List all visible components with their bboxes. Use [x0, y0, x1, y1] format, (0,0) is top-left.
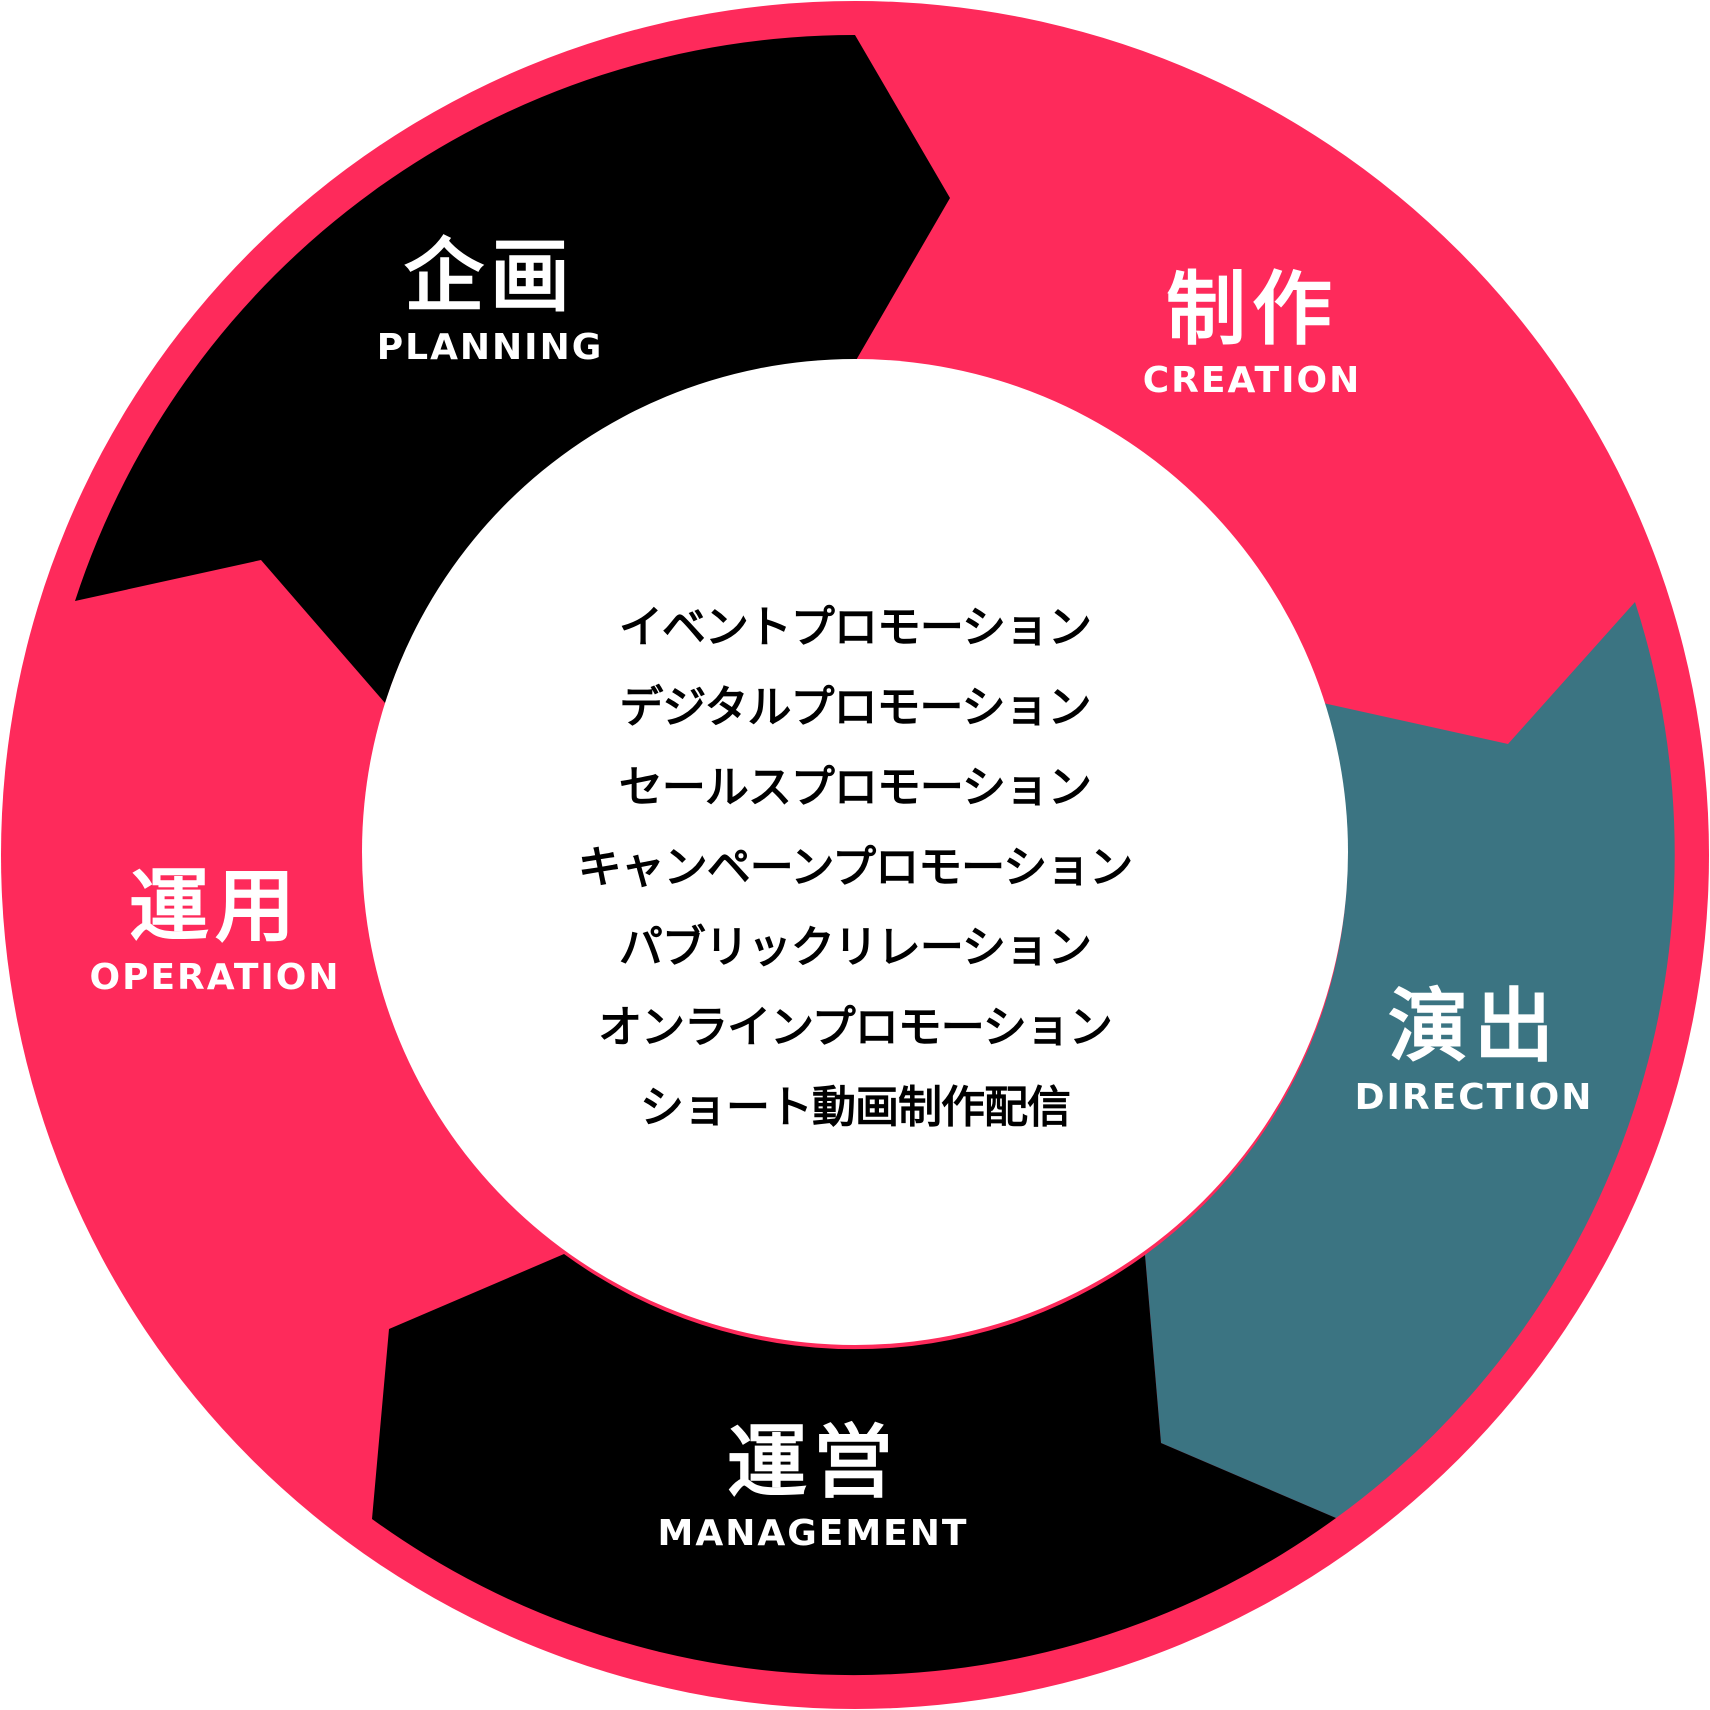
service-item: セールスプロモーション: [618, 762, 1092, 813]
label-management: 運営 MANAGEMENT: [658, 1418, 969, 1554]
label-operation-jp: 運用: [129, 860, 301, 953]
segment-direction: [1145, 602, 1675, 1518]
label-creation-jp: 制作: [1165, 263, 1338, 356]
label-direction-jp: 演出: [1387, 980, 1560, 1073]
service-item: デジタルプロモーション: [619, 682, 1091, 733]
label-planning: 企画 PLANNING: [377, 232, 604, 368]
label-creation-en: CREATION: [1142, 360, 1362, 401]
label-management-jp: 運営: [726, 1416, 899, 1509]
label-direction: 演出 DIRECTION: [1355, 982, 1594, 1118]
service-item: パブリックリレーション: [618, 922, 1092, 973]
segment-planning: [75, 34, 950, 704]
service-item: イベントプロモーション: [618, 602, 1092, 653]
service-item: ショート動画制作配信: [639, 1082, 1071, 1133]
center-circle: [362, 359, 1348, 1345]
label-operation: 運用 OPERATION: [89, 862, 340, 998]
label-planning-jp: 企画: [403, 230, 576, 323]
label-operation-en: OPERATION: [89, 957, 341, 998]
segment-management: [372, 1254, 1336, 1676]
label-direction-en: DIRECTION: [1354, 1077, 1594, 1118]
service-item: キャンペーンプロモーション: [577, 842, 1134, 893]
label-planning-en: PLANNING: [376, 327, 604, 368]
label-management-en: MANAGEMENT: [657, 1513, 969, 1554]
service-item: オンラインプロモーション: [598, 1002, 1113, 1053]
label-creation: 制作 CREATION: [1143, 265, 1361, 401]
services-list: イベントプロモーション デジタルプロモーション セールスプロモーション キャンペ…: [577, 588, 1134, 1148]
